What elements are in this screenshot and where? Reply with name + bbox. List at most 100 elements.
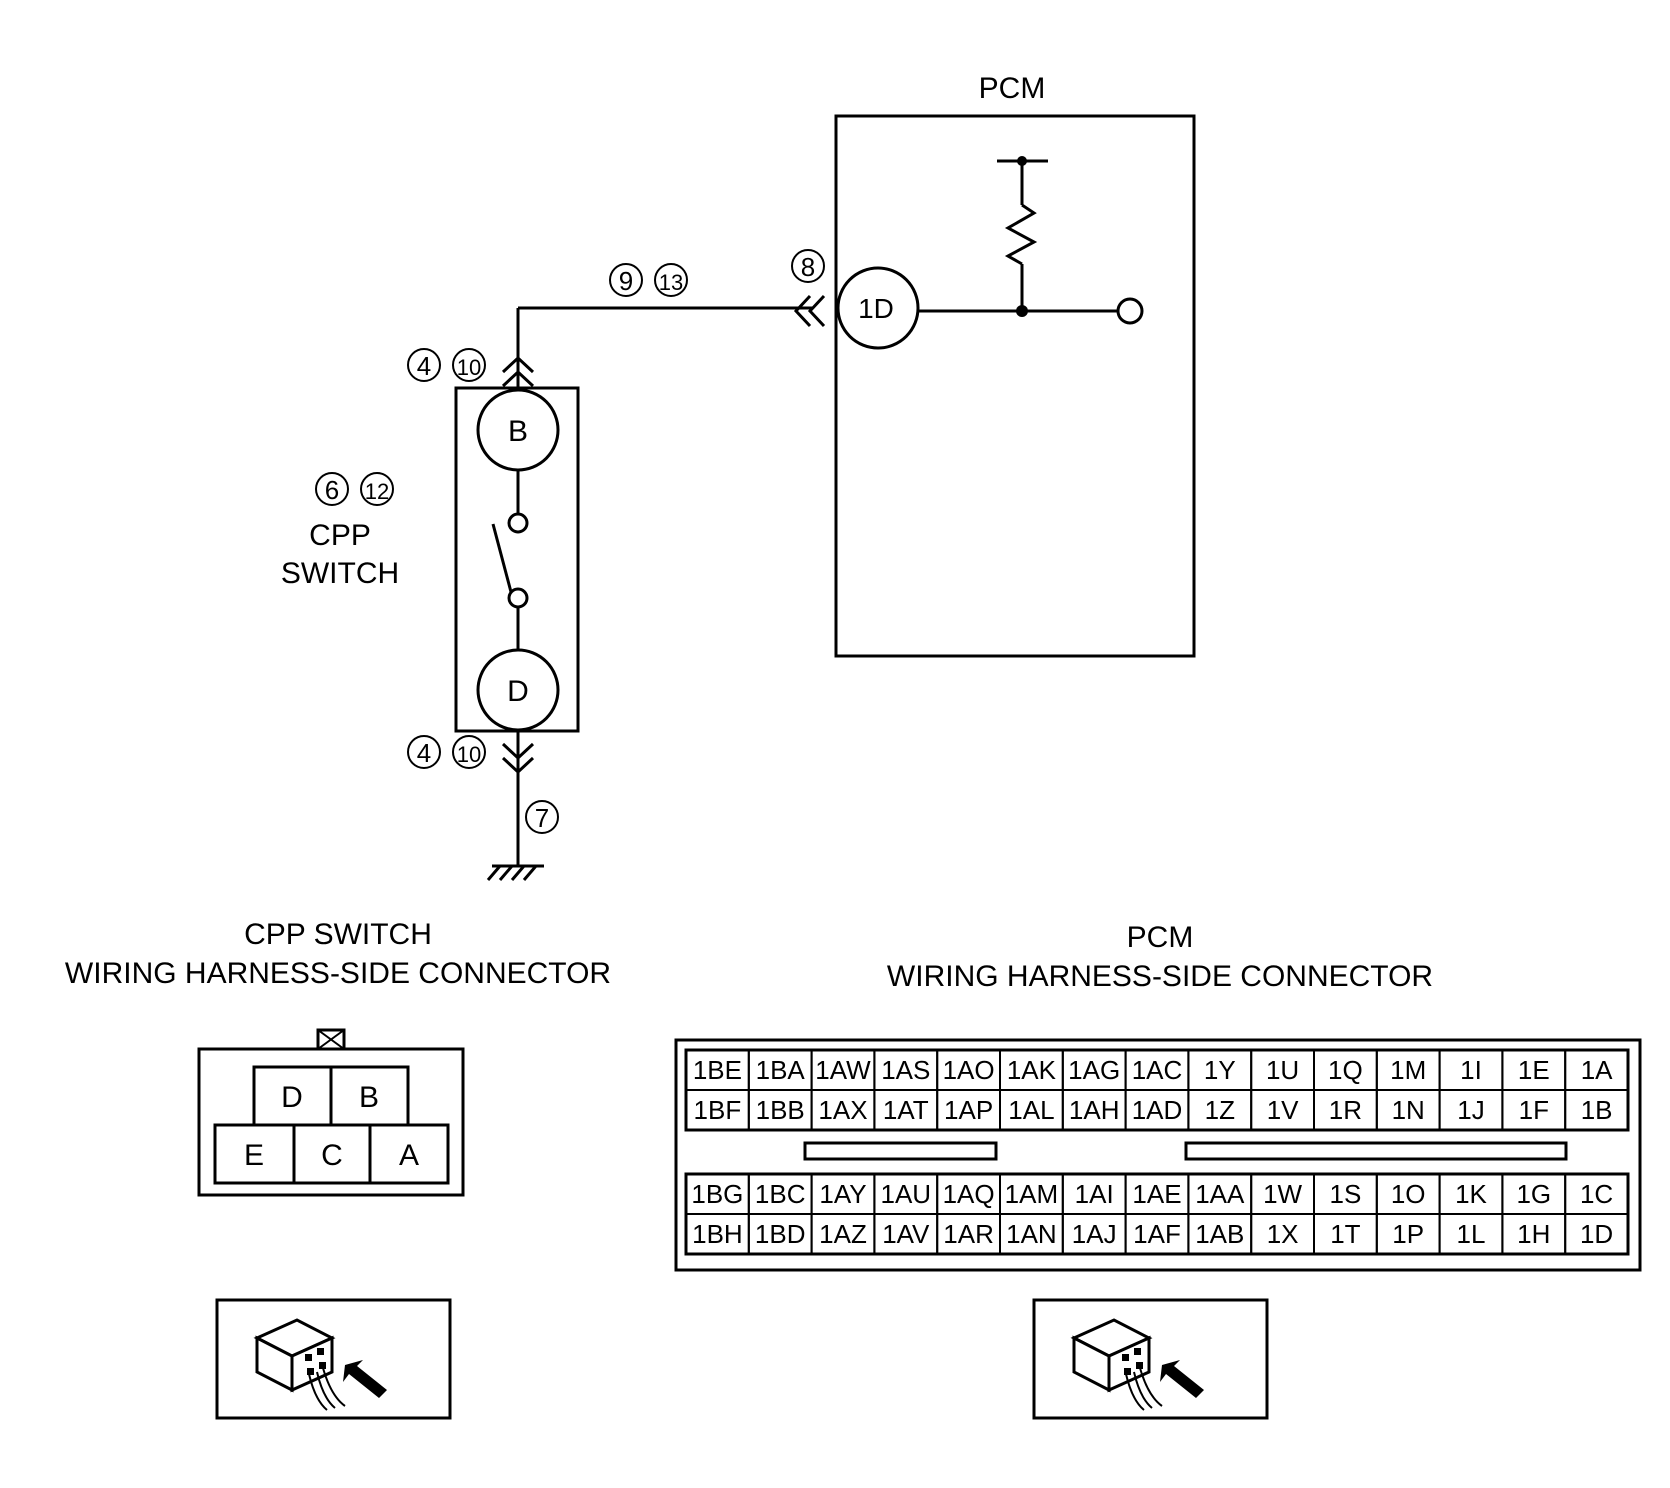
pcm-pin-label: 1V [1267,1095,1299,1125]
pcm-pin-label: 1B [1581,1095,1613,1125]
svg-text:8: 8 [801,252,815,282]
pcm-pin-label: 1I [1460,1055,1482,1085]
connector-view-icon [1032,1298,1269,1420]
cpp-switch: B D [454,386,580,733]
pcm-pin-label: 1J [1457,1095,1484,1125]
signal-wire [516,306,812,356]
pcm-pin-label: 1U [1266,1055,1299,1085]
pcm-box [834,114,1196,658]
svg-text:B: B [508,415,528,448]
callout-wire: 9 13 [609,263,688,297]
pcm-pin-label: 1AF [1133,1219,1181,1249]
svg-text:D: D [281,1081,303,1114]
pcm-pin-cell [1564,1213,1629,1255]
pcm-pin-label: 1AU [881,1179,932,1209]
pcm-pin-label: 1M [1390,1055,1426,1085]
pcm-keyway-left [803,1141,998,1161]
cpp-connector-bottom-symbol [501,742,535,775]
pcm-pin-label: 1G [1516,1179,1551,1209]
pcm-pin-label: 1BH [692,1219,743,1249]
svg-text:CPP: CPP [309,519,371,552]
pcm-pin-label: 1AQ [943,1179,995,1209]
pcm-pin-label: 1BC [755,1179,806,1209]
pcm-connector-symbol [793,294,826,328]
pcm-pin-label: 1AI [1075,1179,1114,1209]
svg-text:C: C [321,1139,343,1172]
pcm-harness-connector: PCM WIRING HARNESS-SIDE CONNECTOR 1BE 1BA… [674,921,1642,1272]
pcm-pin-label: 1AL [1008,1095,1054,1125]
pcm-pin-label: 1AE [1132,1179,1181,1209]
pcm-connector-upper-block: 1BE 1BA 1AW 1AS 1AO 1AK 1AG 1AC 1Y 1U 1Q 1M 1I 1E 1A 1B… [684,1048,1630,1132]
pcm-title: PCM [979,72,1046,105]
pcm-pin-label: 1AW [815,1055,871,1085]
pcm-keyway-right [1184,1141,1568,1161]
pcm-pin-label: 1AG [1068,1055,1120,1085]
pcm-pin-label: 1BG [691,1179,743,1209]
svg-text:4: 4 [417,738,431,768]
pcm-pin-label: 1BA [756,1055,806,1085]
cpp-switch-label: 6 12 CPP SWITCH [281,472,399,590]
switch-contact [491,523,513,593]
pcm-pin-label: 1AO [943,1055,995,1085]
pcm-pin-label: 1T [1330,1219,1360,1249]
pcm-pin-label: 1L [1457,1219,1486,1249]
pcm-pin-label: 1BE [693,1055,742,1085]
pcm-pin-label: 1AY [819,1179,866,1209]
callout-pcm-connector: 8 [791,249,825,283]
pcm-pin-label: 1AK [1007,1055,1057,1085]
pcm-pin-label: 1AJ [1072,1219,1117,1249]
callout-cpp-connector-top: 4 10 [407,348,486,382]
pcm-pin-label: 1E [1518,1055,1550,1085]
pcm-pin-label: 1H [1517,1219,1550,1249]
callout-ground: 7 [525,800,559,834]
pcm-pin-label: 1Z [1205,1095,1235,1125]
cpp-connector-title-1: CPP SWITCH [244,918,432,951]
pcm-pin-label: 1Y [1204,1055,1236,1085]
svg-text:SWITCH: SWITCH [281,557,399,590]
svg-text:10: 10 [457,742,481,767]
pcm-terminal-1d [836,266,920,350]
pcm-pin-label: 1BD [755,1219,806,1249]
cpp-cell-a [368,1123,450,1185]
pcm-pin-label: 1W [1263,1179,1302,1209]
pcm-input-node [1116,297,1144,325]
connector-view-icon [215,1298,452,1420]
cpp-cell-c [292,1123,372,1185]
pcm-pin-label: 1Q [1328,1055,1363,1085]
svg-text:7: 7 [535,803,549,833]
pcm-pin-label: 1F [1519,1095,1549,1125]
svg-text:B: B [359,1081,379,1114]
pcm-pin-label: 1AN [1006,1219,1057,1249]
pcm-pin-label: 1AC [1132,1055,1183,1085]
pcm-pin-label: 1K [1455,1179,1487,1209]
svg-text:10: 10 [457,355,481,380]
pcm-pin-label: 1D [1580,1219,1613,1249]
svg-text:D: D [507,675,529,708]
cpp-harness-connector: CPP SWITCH WIRING HARNESS-SIDE CONNECTOR… [65,918,611,1197]
pcm-pin-label: 1AD [1132,1095,1183,1125]
cpp-cell-e [213,1123,296,1185]
pcm-pin-label: 1N [1392,1095,1425,1125]
pull-up-resistor [1004,203,1038,266]
pcm-pin-label: 1R [1329,1095,1362,1125]
pcm-connector-housing [674,1038,1642,1272]
pcm-pin-label: 1AB [1195,1219,1244,1249]
pcm-connector-title-2: WIRING HARNESS-SIDE CONNECTOR [887,960,1433,993]
pcm-block: PCM 1D [834,72,1196,658]
pcm-pin-label: 1AT [883,1095,929,1125]
pcm-pin-label: 1AH [1069,1095,1120,1125]
pcm-pin-label: 1AA [1195,1179,1245,1209]
pcm-pin-label: 1AM [1005,1179,1058,1209]
pcm-pin-label: 1X [1267,1219,1299,1249]
pcm-connector-title-1: PCM [1127,921,1194,954]
cpp-terminal-d [476,648,560,732]
pcm-pin-label: 1A [1581,1055,1613,1085]
pcm-pin-label: 1P [1392,1219,1424,1249]
svg-text:A: A [399,1139,419,1172]
pcm-pin-label: 1AS [881,1055,930,1085]
svg-text:6: 6 [325,475,339,505]
svg-text:13: 13 [659,270,683,295]
pcm-pin-cell [1564,1089,1629,1131]
